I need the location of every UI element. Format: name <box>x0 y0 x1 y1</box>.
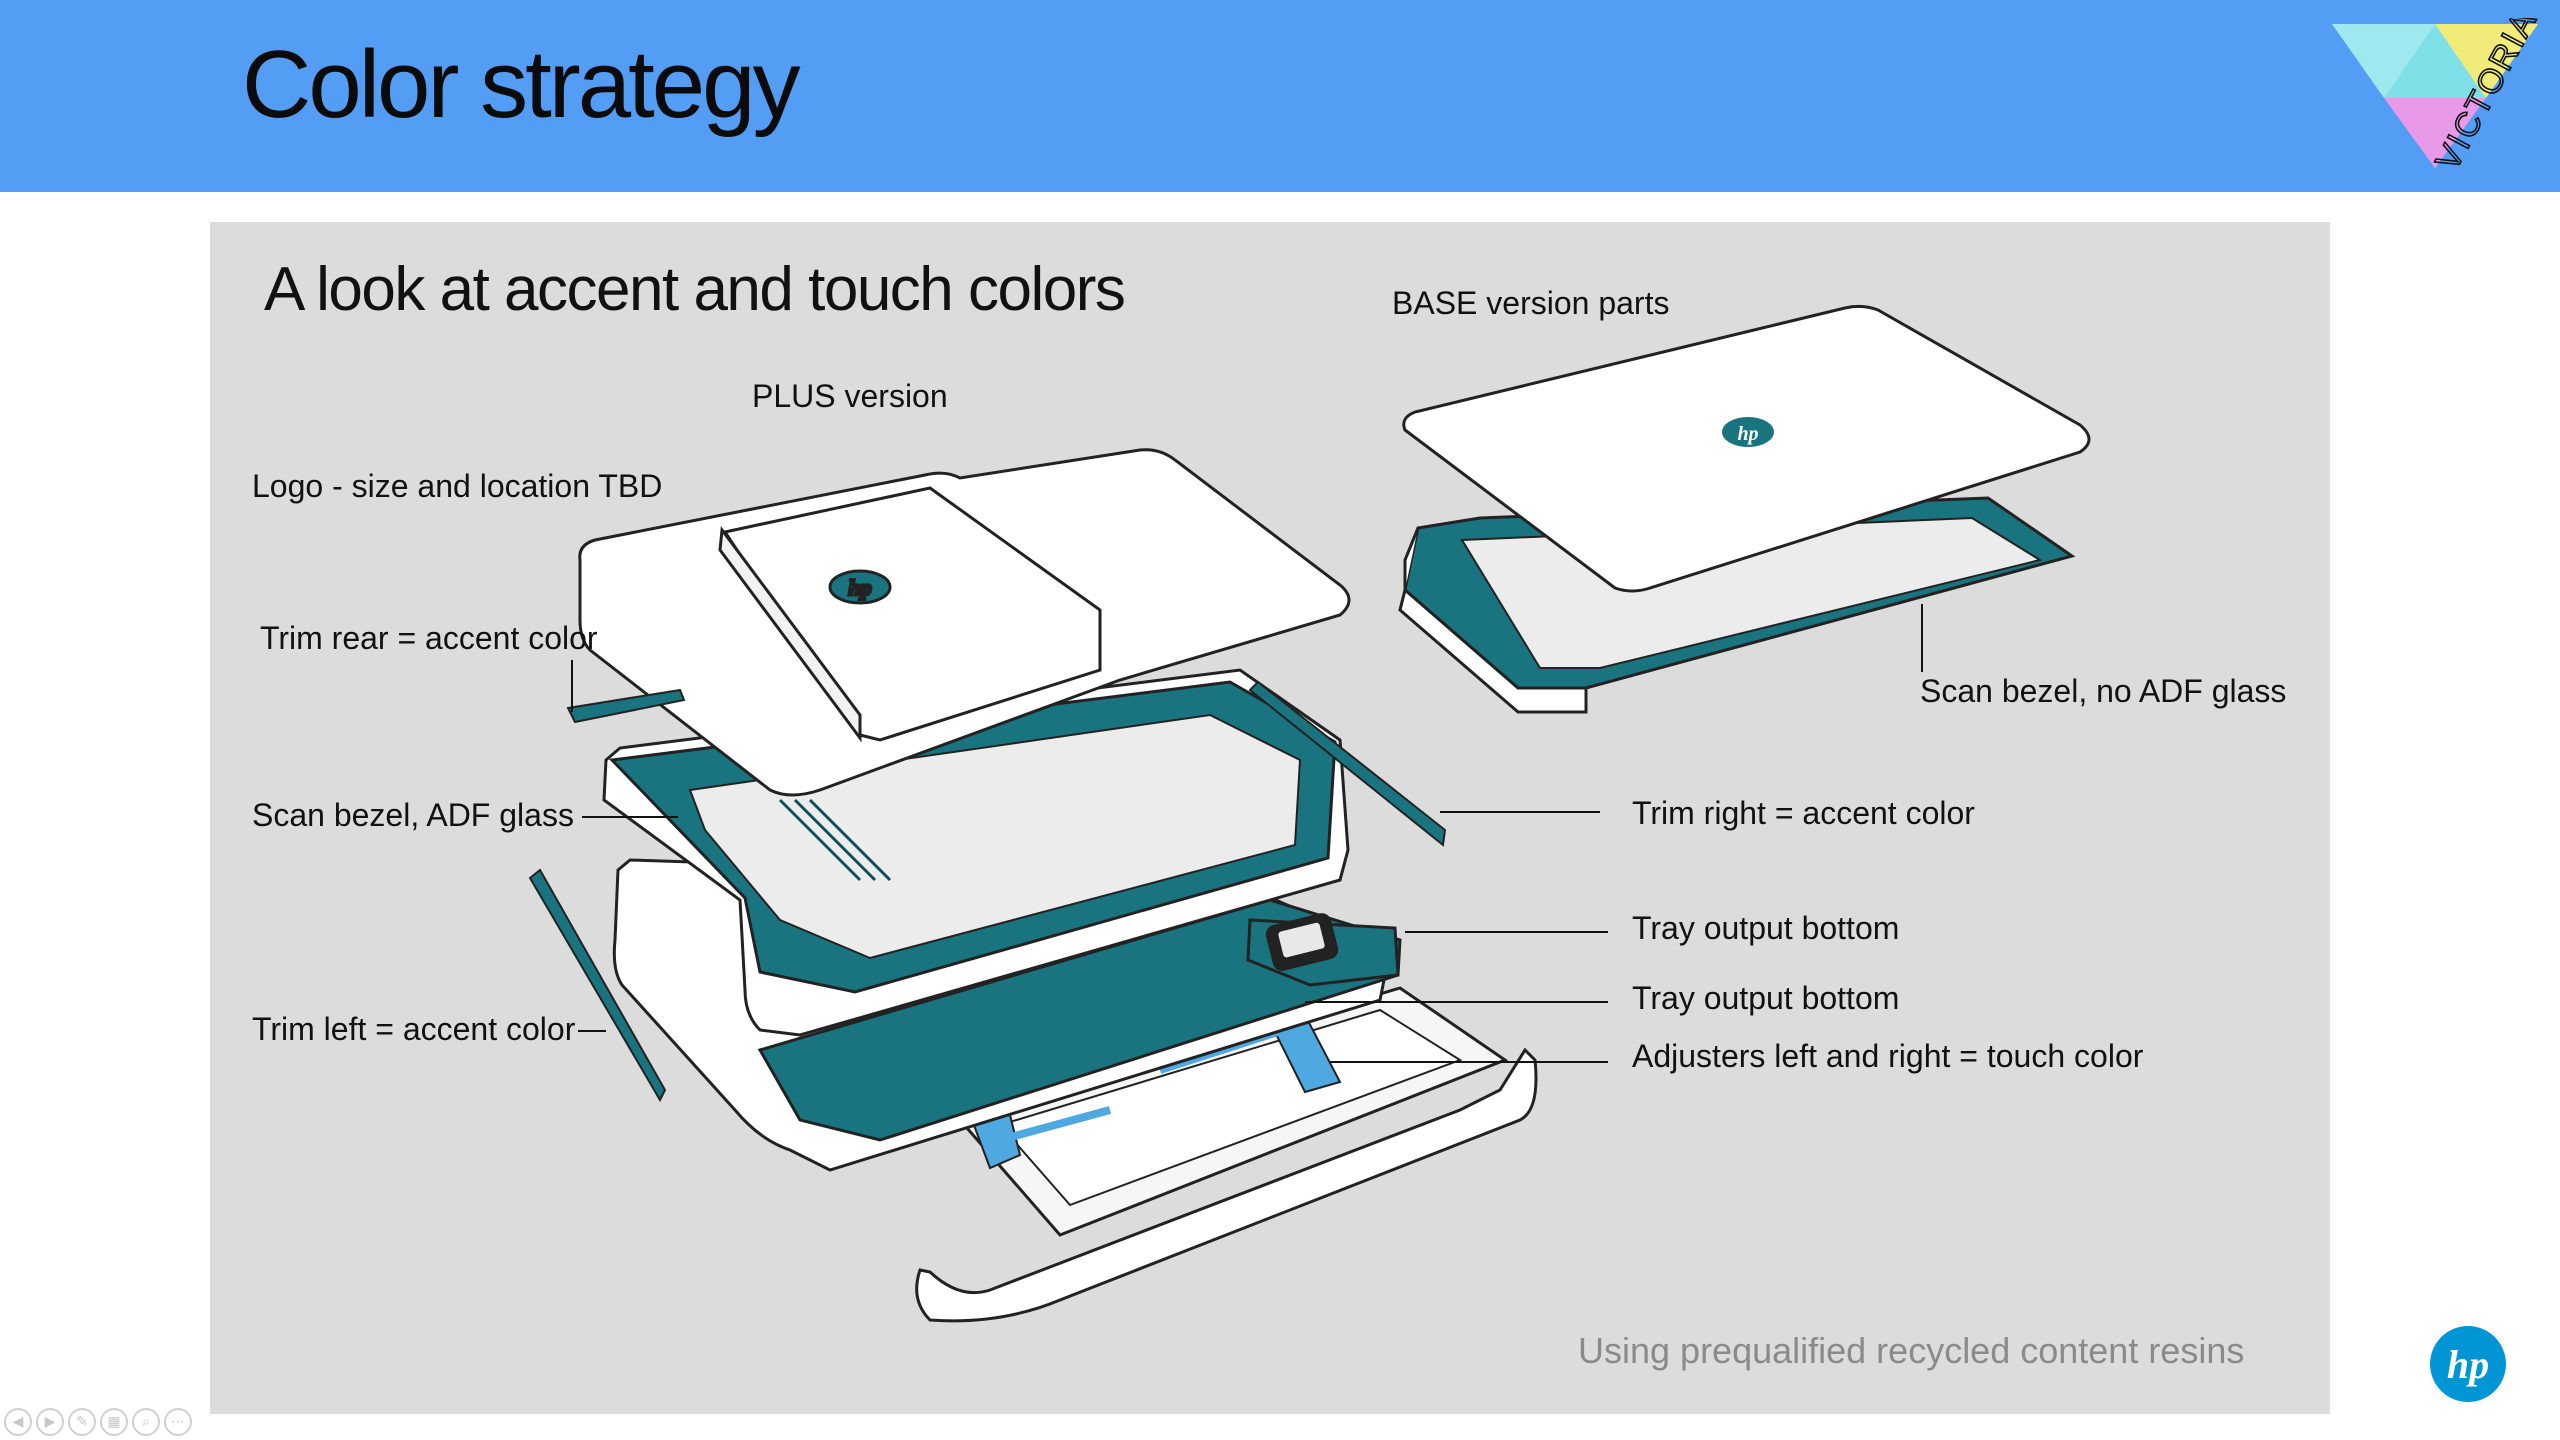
label-tray-output-2: Tray output bottom <box>1632 980 1900 1016</box>
previous-slide-icon[interactable]: ◀ <box>4 1408 32 1436</box>
title-bar <box>0 0 2560 192</box>
label-trim-right: Trim right = accent color <box>1632 795 1975 831</box>
label-tray-output-1: Tray output bottom <box>1632 910 1900 946</box>
zoom-icon[interactable]: ⌕ <box>132 1408 160 1436</box>
label-scan-bezel-adf: Scan bezel, ADF glass <box>252 797 574 833</box>
label-scan-bezel-no-adf: Scan bezel, no ADF glass <box>1920 673 2287 709</box>
slideshow-controls: ◀ ▶ ✎ ▦ ⌕ ⋯ <box>4 1408 192 1436</box>
pen-icon[interactable]: ✎ <box>68 1408 96 1436</box>
svg-text:hp: hp <box>2447 1342 2489 1387</box>
label-logo: Logo - size and location TBD <box>252 468 663 504</box>
label-trim-rear: Trim rear = accent color <box>260 620 598 656</box>
label-adjusters: Adjusters left and right = touch color <box>1632 1038 2144 1074</box>
next-slide-icon[interactable]: ▶ <box>36 1408 64 1436</box>
hp-logo-icon: hp <box>2430 1326 2506 1402</box>
label-trim-left: Trim left = accent color <box>252 1011 576 1047</box>
slide-title: Color strategy <box>242 31 801 138</box>
base-version-heading: BASE version parts <box>1392 285 1670 321</box>
footnote: Using prequalified recycled content resi… <box>1578 1330 2245 1371</box>
triangle-logo-icon: VICTORIA <box>2332 18 2545 178</box>
slides-grid-icon[interactable]: ▦ <box>100 1408 128 1436</box>
plus-version-heading: PLUS version <box>752 378 948 414</box>
section-subtitle: A look at accent and touch colors <box>264 255 1126 324</box>
more-icon[interactable]: ⋯ <box>164 1408 192 1436</box>
